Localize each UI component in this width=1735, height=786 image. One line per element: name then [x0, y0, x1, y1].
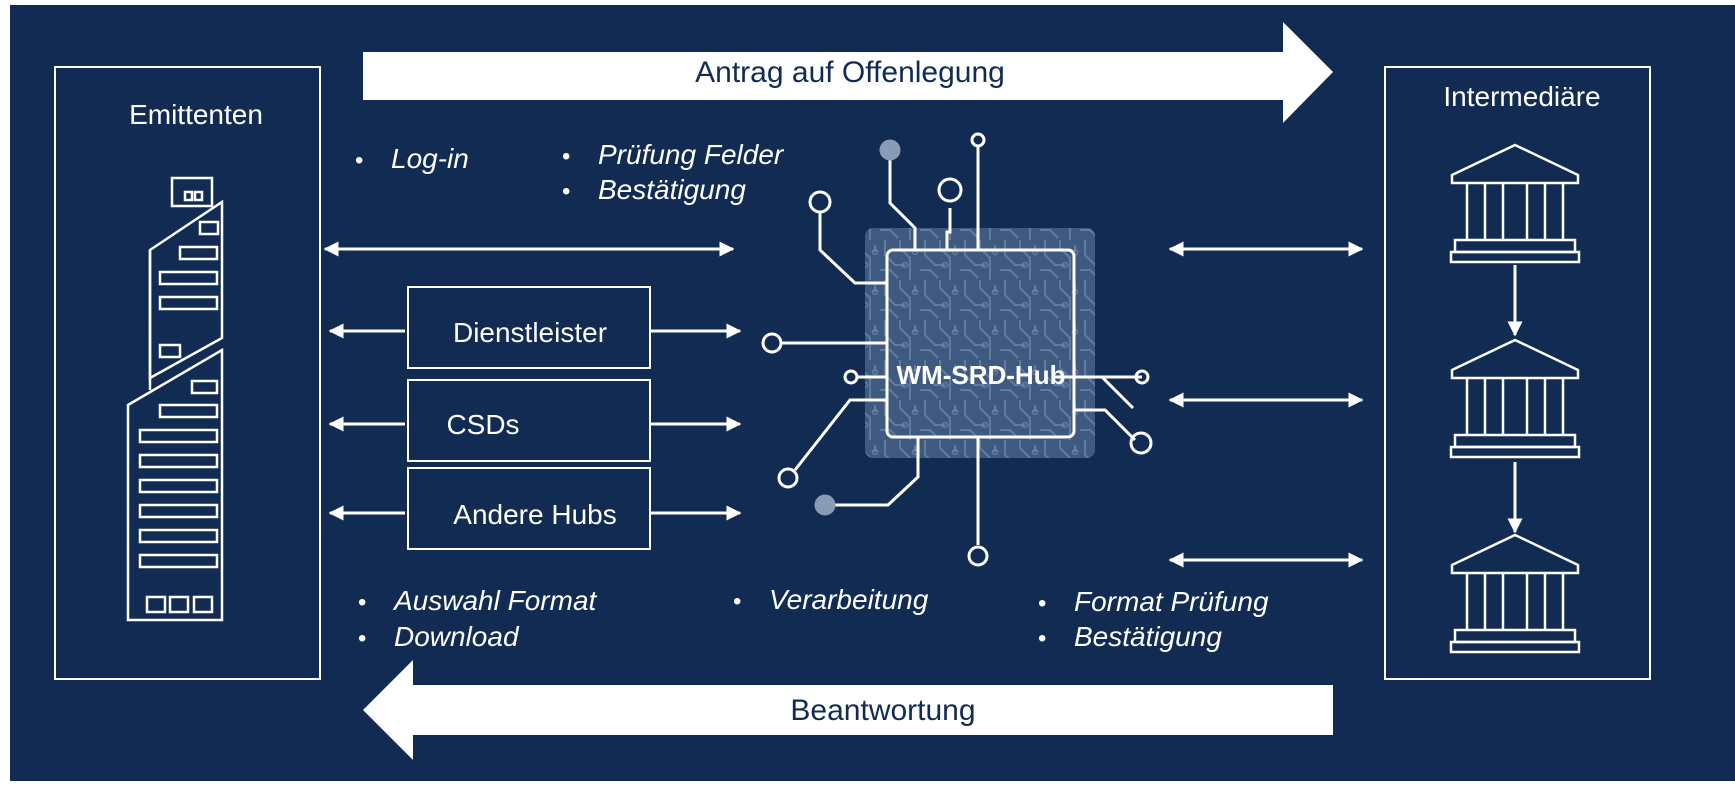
bullet-item: Auswahl Format: [392, 585, 598, 616]
bullet-marker: •: [562, 143, 570, 170]
bullet-item: Log-in: [391, 143, 469, 174]
circuit-node: [879, 139, 901, 161]
bank-building-icon: [1449, 533, 1581, 654]
other-hubs-label: Andere Hubs: [453, 499, 616, 530]
bullet-marker: •: [1038, 590, 1046, 617]
intermediary-box: Intermediäre: [1384, 66, 1651, 680]
service-provider-box: Dienstleister: [407, 286, 651, 369]
hub-label: WM-SRD-Hub: [897, 360, 1066, 390]
request-arrow: Antrag auf Offenlegung: [363, 22, 1333, 123]
bullet-marker: •: [733, 588, 741, 615]
csd-box: CSDs: [407, 379, 651, 462]
circuit-node: [1129, 431, 1153, 455]
request-arrow-label: Antrag auf Offenlegung: [695, 56, 1005, 89]
bullet-item: Bestätigung: [598, 174, 746, 205]
issuer-title: Emittenten: [129, 99, 263, 130]
issuer-box: Emittenten: [54, 66, 321, 680]
circuit-chip-icon: WM-SRD-Hub: [761, 132, 1153, 567]
bullet-item: Verarbeitung: [769, 584, 929, 615]
bullet-marker: •: [358, 625, 366, 652]
bullet-list-check: • Prüfung Felder • Bestätigung: [562, 139, 785, 205]
response-arrow: Beantwortung: [363, 660, 1333, 760]
bullet-item: Format Prüfung: [1074, 586, 1269, 617]
service-provider-label: Dienstleister: [453, 317, 607, 348]
bank-building-icon: [1449, 143, 1581, 264]
circuit-node: [777, 467, 799, 489]
bullet-marker: •: [358, 589, 366, 616]
circuit-node: [843, 369, 859, 385]
bullet-item: Bestätigung: [1074, 621, 1222, 652]
circuit-node: [761, 332, 783, 354]
bullet-list-processing: • Verarbeitung: [733, 584, 929, 615]
bullet-marker: •: [1038, 625, 1046, 652]
bullet-list-format-check: • Format Prüfung • Bestätigung: [1038, 586, 1269, 652]
bullet-item: Download: [394, 621, 520, 652]
other-hubs-box: Andere Hubs: [407, 467, 651, 550]
bullet-marker: •: [562, 178, 570, 205]
intermediary-title: Intermediäre: [1443, 81, 1600, 112]
connector-arrows: [323, 241, 1364, 568]
bank-building-icon: [1449, 338, 1581, 459]
csd-label: CSDs: [446, 409, 519, 440]
bullet-list-format: • Auswahl Format • Download: [358, 585, 598, 652]
circuit-node: [808, 190, 832, 214]
circuit-node: [967, 545, 989, 567]
bullet-marker: •: [355, 147, 363, 174]
bullet-item: Prüfung Felder: [598, 139, 785, 170]
circuit-node: [970, 132, 986, 148]
bullet-list-login: • Log-in: [355, 143, 469, 174]
circuit-node: [937, 177, 963, 203]
skyscraper-icon: [126, 176, 224, 622]
response-arrow-label: Beantwortung: [790, 694, 975, 727]
circuit-node: [814, 494, 836, 516]
